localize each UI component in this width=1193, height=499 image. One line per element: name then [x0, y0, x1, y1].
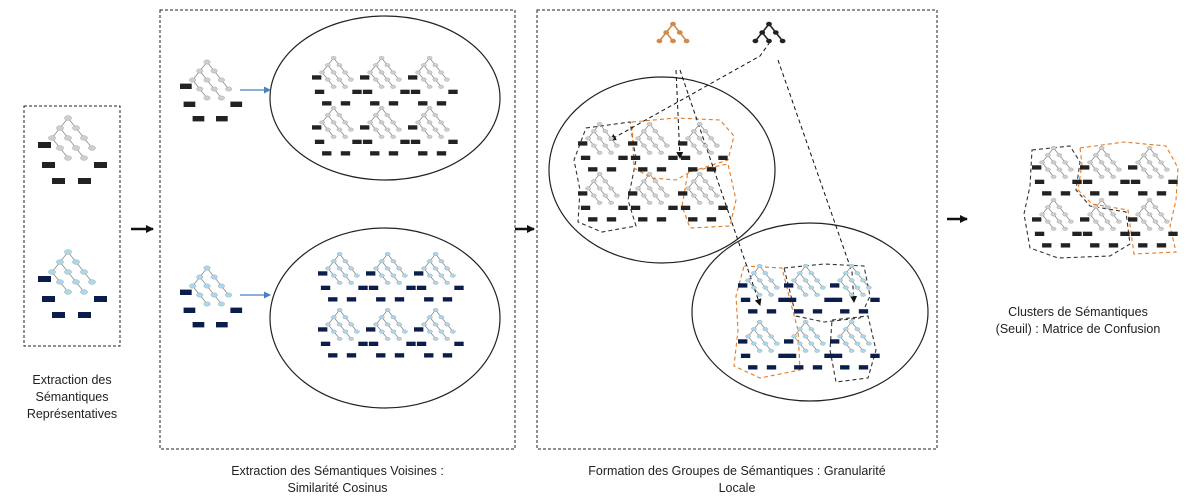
query-tree-grey [180, 59, 243, 122]
neighbor-tree-grey [360, 56, 410, 106]
group-outline-orange-blue [733, 265, 801, 379]
caption-clusters: Clusters de Sémantiques (Seuil) : Matric… [995, 305, 1161, 336]
representative-tree-grey [38, 115, 107, 184]
group-outline-black-left [573, 121, 637, 233]
reference-arrows [609, 41, 858, 306]
group-tree-grey [628, 172, 678, 222]
neighbor-tree-blue [318, 308, 368, 358]
neighbor-tree-grey [312, 106, 362, 156]
reference-tree-orange [656, 21, 690, 44]
group-outline-black-blue-top [783, 263, 871, 323]
frame-neighbors [159, 9, 516, 450]
frame-groups [536, 9, 938, 450]
caption-neighbors: Extraction des Sémantiques Voisines : Si… [231, 464, 444, 495]
tree-layer [38, 21, 1178, 370]
group-tree-grey [678, 122, 728, 172]
neighbor-tree-blue [414, 308, 464, 358]
result-outline-black [1023, 145, 1131, 259]
neighbor-tree-grey [408, 106, 458, 156]
group-tree-blue [738, 320, 788, 370]
group-tree-grey [628, 122, 678, 172]
result-tree-grey [1032, 146, 1082, 196]
neighbor-tree-blue [366, 308, 416, 358]
result-tree-grey [1080, 146, 1130, 196]
neighbor-tree-grey [360, 106, 410, 156]
frame-representatives [23, 105, 121, 347]
neighbor-ellipse-grey [269, 15, 501, 181]
neighbor-ellipse-blue [269, 227, 501, 409]
neighbor-tree-blue [414, 252, 464, 302]
group-tree-grey [678, 172, 728, 222]
result-tree-grey [1080, 198, 1130, 248]
reference-tree-black [752, 21, 786, 44]
neighbor-tree-grey [312, 56, 362, 106]
caption-representatives: Extraction des Sémantiques Représentativ… [26, 373, 118, 421]
neighbor-tree-grey [408, 56, 458, 106]
group-tree-blue [830, 264, 880, 314]
group-tree-blue [738, 264, 788, 314]
representative-tree-blue [38, 249, 107, 318]
neighbor-tree-blue [366, 252, 416, 302]
neighbor-tree-blue [318, 252, 368, 302]
query-tree-blue [180, 265, 243, 328]
result-tree-grey [1128, 146, 1178, 196]
caption-groups: Formation des Groupes de Sémantiques : G… [588, 464, 886, 495]
group-tree-grey [578, 172, 628, 222]
result-outline-orange [1077, 141, 1179, 255]
group-outline-orange-top [631, 117, 735, 181]
group-tree-blue [830, 320, 880, 370]
result-tree-grey [1032, 198, 1082, 248]
result-tree-grey [1128, 198, 1178, 248]
group-tree-grey [578, 122, 628, 172]
group-tree-blue [784, 264, 834, 314]
group-tree-blue [784, 320, 834, 370]
group-ellipse-blue [691, 222, 929, 402]
group-outline-black-blue-bottom [829, 315, 877, 383]
group-ellipse-grey [548, 76, 776, 264]
